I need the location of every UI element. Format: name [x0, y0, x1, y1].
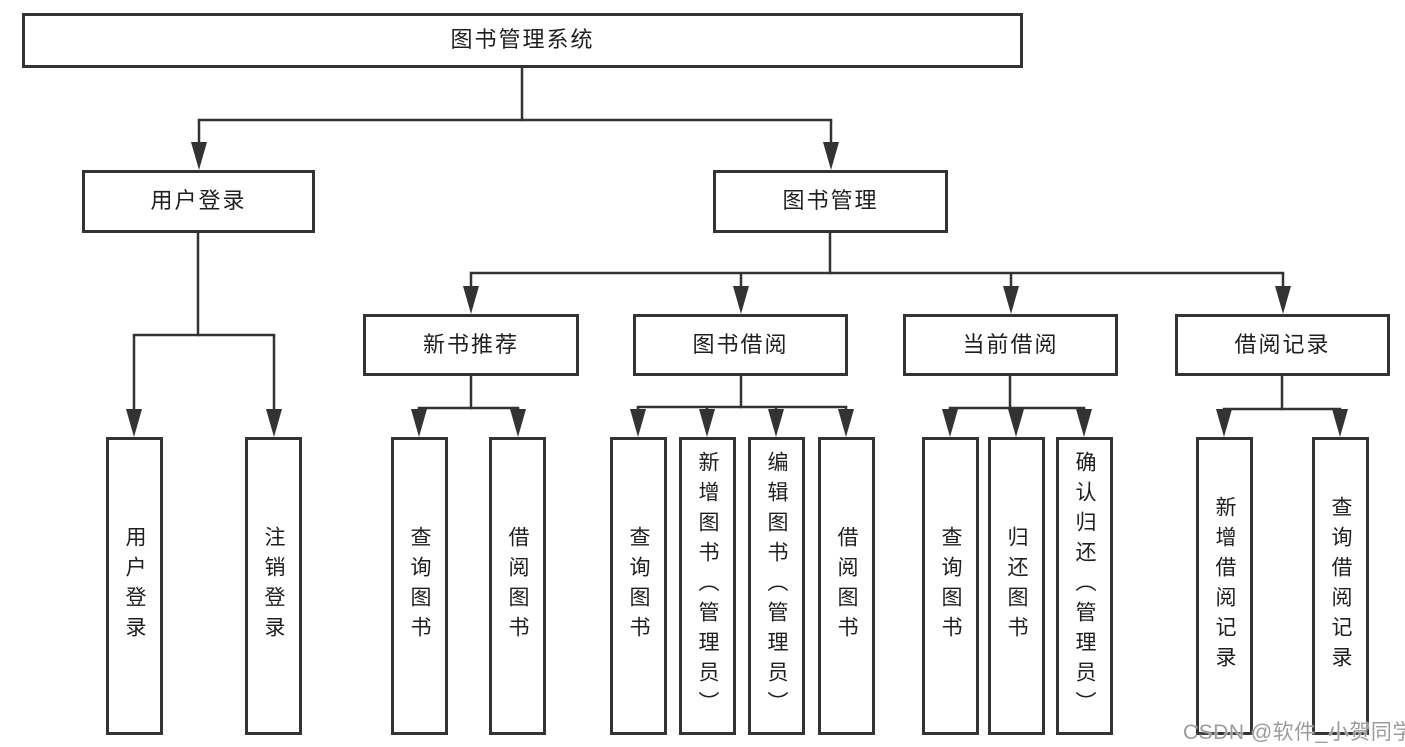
arrowhead-icon [630, 409, 646, 437]
node-book-management: 图书管理 [713, 170, 948, 233]
node-new-book-recommend: 新书推荐 [363, 314, 579, 376]
arrowhead-icon [1008, 409, 1024, 437]
node-borrow-books-recommend: 借阅图书 [489, 437, 546, 735]
node-query-books-borrowing: 查询图书 [610, 437, 667, 735]
arrowhead-icon [1076, 409, 1092, 437]
node-current-borrowing: 当前借阅 [903, 314, 1118, 376]
arrowhead-icon [126, 409, 142, 437]
arrowhead-icon [1275, 286, 1291, 314]
arrowhead-icon [510, 409, 526, 437]
node-root: 图书管理系统 [22, 13, 1023, 68]
node-query-borrow-record: 查询借阅记录 [1312, 437, 1369, 735]
arrowhead-icon [1003, 286, 1019, 314]
node-confirm-return-admin: 确认归还（管理员） [1056, 437, 1113, 735]
arrowhead-icon [463, 286, 479, 314]
arrowhead-icon [768, 409, 784, 437]
node-add-books-admin: 新增图书（管理员） [679, 437, 736, 735]
node-add-borrow-record: 新增借阅记录 [1196, 437, 1253, 735]
node-query-books-current: 查询图书 [922, 437, 979, 735]
node-user-login: 用户登录 [82, 170, 315, 233]
node-edit-books-admin: 编辑图书（管理员） [748, 437, 805, 735]
arrowhead-icon [266, 409, 282, 437]
arrowhead-icon [1216, 409, 1232, 437]
arrowhead-icon [191, 142, 207, 170]
node-return-books: 归还图书 [988, 437, 1045, 735]
arrowhead-icon [733, 286, 749, 314]
node-book-borrowing: 图书借阅 [633, 314, 848, 376]
arrowhead-icon [823, 142, 839, 170]
arrowhead-icon [942, 409, 958, 437]
node-query-books-recommend: 查询图书 [391, 437, 448, 735]
node-user-login-leaf: 用户登录 [106, 437, 163, 735]
arrowhead-icon [411, 409, 427, 437]
node-logout-leaf: 注销登录 [245, 437, 302, 735]
arrowhead-icon [838, 409, 854, 437]
arrowhead-icon [699, 409, 715, 437]
node-borrow-records: 借阅记录 [1175, 314, 1390, 376]
watermark: CSDN @软件_小贺同学 [1183, 721, 1405, 744]
arrowhead-icon [1332, 409, 1348, 437]
node-borrow-books-borrowing: 借阅图书 [818, 437, 875, 735]
